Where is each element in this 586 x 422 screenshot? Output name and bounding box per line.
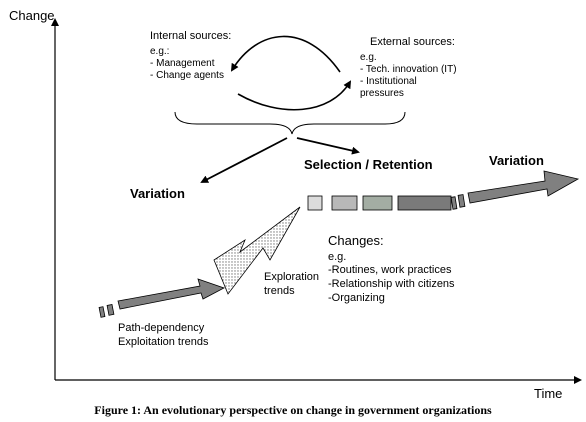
external-sources-title: External sources: <box>370 36 455 48</box>
cycle-arrow-bottom <box>237 80 352 111</box>
retention-bar-3 <box>362 195 393 211</box>
cycle-arrow-top <box>230 35 341 73</box>
changes-title: Changes: <box>328 233 384 248</box>
internal-sources-item: - Management <box>150 58 215 69</box>
variation-dash-1 <box>450 196 458 210</box>
path-dash-1 <box>98 306 106 318</box>
external-sources-eg: e.g. <box>360 52 377 63</box>
brace <box>174 111 406 135</box>
y-axis-label: Change <box>9 8 55 23</box>
exploration-label: trends <box>264 285 295 297</box>
x-axis-label: Time <box>534 386 563 401</box>
variation-arrow <box>467 170 580 204</box>
path-dash-2 <box>106 304 115 316</box>
path-dependency-arrow <box>117 278 226 310</box>
changes-item: -Routines, work practices <box>328 264 452 276</box>
external-sources-item: - Institutional <box>360 76 417 87</box>
exploration-lightning <box>213 206 301 295</box>
variation-dash-2 <box>457 194 466 208</box>
arrow-to-variation <box>200 137 288 183</box>
retention-bar-1 <box>307 195 323 211</box>
external-sources-item: pressures <box>360 88 404 99</box>
internal-sources-eg: e.g.: <box>150 46 170 57</box>
variation-right-label: Variation <box>489 153 544 168</box>
retention-bar-4 <box>397 195 452 211</box>
retention-bar-2 <box>331 195 358 211</box>
variation-left-label: Variation <box>130 186 185 201</box>
arrow-to-selection <box>296 137 360 155</box>
changes-item: -Organizing <box>328 292 385 304</box>
selection-retention-label: Selection / Retention <box>304 157 433 172</box>
exploitation-trends-label: Exploitation trends <box>118 336 209 348</box>
internal-sources-title: Internal sources: <box>150 30 232 42</box>
path-dependency-label: Path-dependency <box>118 322 205 334</box>
external-sources-item: - Tech. innovation (IT) <box>360 64 457 75</box>
internal-sources-item: - Change agents <box>150 70 224 81</box>
figure-caption: Figure 1: An evolutionary perspective on… <box>94 403 492 417</box>
changes-item: -Relationship with citizens <box>328 278 455 290</box>
changes-eg: e.g. <box>328 251 347 263</box>
exploration-label: Exploration <box>264 271 320 283</box>
